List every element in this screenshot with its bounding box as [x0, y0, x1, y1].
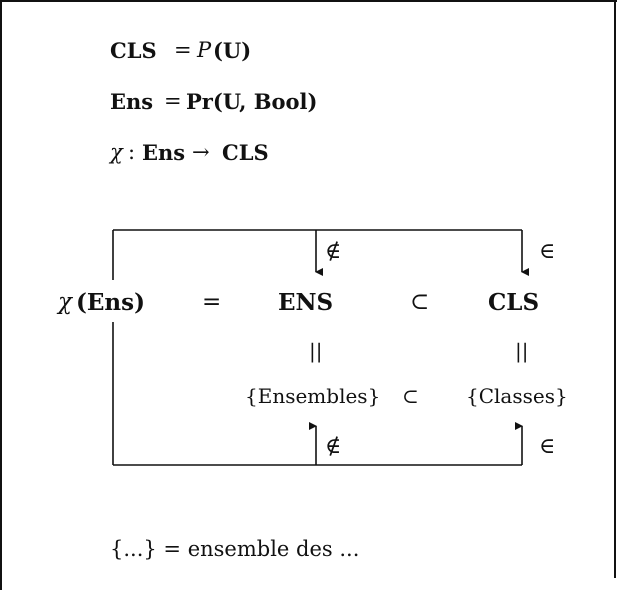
classes-set: {Classes} [466, 384, 568, 408]
ens-uppercase: ENS [278, 289, 334, 316]
frame-top-border [0, 0, 617, 2]
equality-bar-left: || [309, 339, 323, 363]
def-chi-domain: Ens [142, 140, 186, 165]
def-chi-codomain: CLS [222, 140, 269, 165]
def-chi-colon: : [128, 140, 136, 164]
chi-ens-arg: (Ens) [76, 289, 145, 316]
def-cls-powerset-symbol: P [197, 38, 212, 62]
def-cls-rhs-arg: (U) [213, 38, 252, 63]
def-ens-eq: = [164, 89, 182, 113]
footnote: {...} = ensemble des ... [110, 537, 360, 561]
top-arrow-cls-in-label: ∈ [539, 239, 556, 264]
def-cls-lhs: CLS [110, 38, 157, 63]
def-chi-symbol: χ [110, 140, 123, 164]
def-ens-rhs: Pr(U, Bool) [186, 89, 318, 114]
def-cls-eq: = [174, 38, 192, 62]
ensembles-set: {Ensembles} [245, 384, 381, 408]
subset-top: ⊂ [410, 289, 430, 315]
main-equals: = [202, 289, 222, 315]
subset-bottom: ⊂ [402, 384, 419, 408]
chi-symbol: χ [58, 289, 72, 315]
frame-left-border [0, 0, 2, 590]
bottom-arrow-ens-not-in-label: ∉ [325, 434, 342, 459]
top-arrow-ens-not-in-label: ∉ [325, 239, 342, 264]
bottom-arrow-cls-in-label: ∈ [539, 434, 556, 459]
def-ens-lhs: Ens [110, 89, 154, 114]
equality-bar-right: || [515, 339, 529, 363]
cls-uppercase: CLS [488, 289, 540, 316]
frame-right-border [614, 0, 616, 578]
def-chi-arrow: → [192, 140, 210, 164]
